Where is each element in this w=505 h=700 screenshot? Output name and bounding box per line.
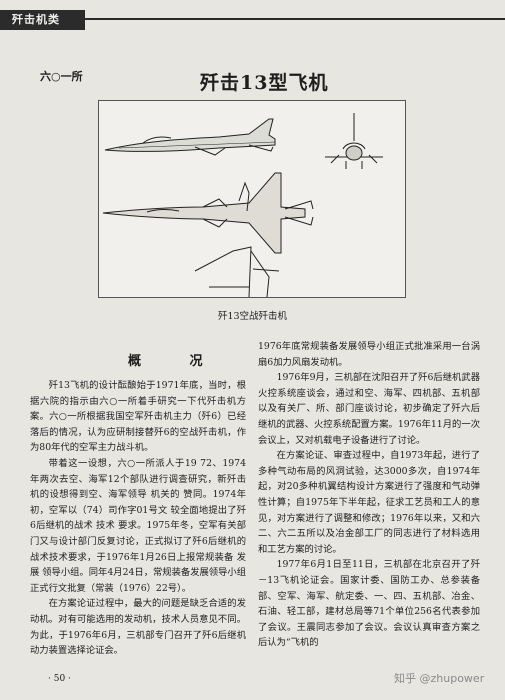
left-text-column: 歼13飞机的设计酝酿始于1971年底，当时，根据六院的指示由六○一所着手研究一下… <box>30 378 246 659</box>
watermark: 知乎 @zhupower <box>394 672 485 685</box>
aircraft-three-view-figure <box>98 100 406 298</box>
aircraft-side-view <box>104 118 276 156</box>
aircraft-top-view <box>102 172 314 254</box>
paragraph: 在方案论证、审查过程中，自1973年起，进行了多种气动布局的风洞试验，达3000… <box>258 450 480 555</box>
aircraft-front-view <box>325 113 383 169</box>
page-number: · 50 · <box>48 674 71 684</box>
paragraph: 带着这一设想，六○一所派人于19 72、1974年两次去空、海军12个部队进行调… <box>30 457 246 594</box>
section-title: 概 况 <box>128 354 225 369</box>
section-header-label: 歼击机类 <box>0 10 85 30</box>
figure-caption: 歼13空战歼击机 <box>217 311 288 322</box>
paragraph: 1976年9月，三机部在沈阳召开了歼6后继机武器火控系统座谈会，通过和空、海军、… <box>258 372 480 446</box>
paragraph: 1977年6月1日至11日，三机部在北京召开了歼－13飞机论证会。国家计委、国防… <box>258 559 480 649</box>
page-title: 歼击13型飞机 <box>200 72 329 94</box>
paragraph: 歼13飞机的设计酝酿始于1971年底，当时，根据六院的指示由六○一所着手研究一下… <box>30 380 246 454</box>
aircraft-bottom-view <box>194 181 280 297</box>
institute-label: 六○一所 <box>40 70 83 83</box>
paragraph: 在方案论证过程中，最大的问题是缺乏合适的发动机。对有可能选用的发动机，技术人员意… <box>30 598 246 657</box>
paragraph: 1976年底常规装备发展领导小组正式批准采用一台涡扇6加力风扇发动机。 <box>258 341 480 368</box>
right-text-column: 1976年底常规装备发展领导小组正式批准采用一台涡扇6加力风扇发动机。 1976… <box>258 339 480 651</box>
header-rule <box>85 18 505 20</box>
